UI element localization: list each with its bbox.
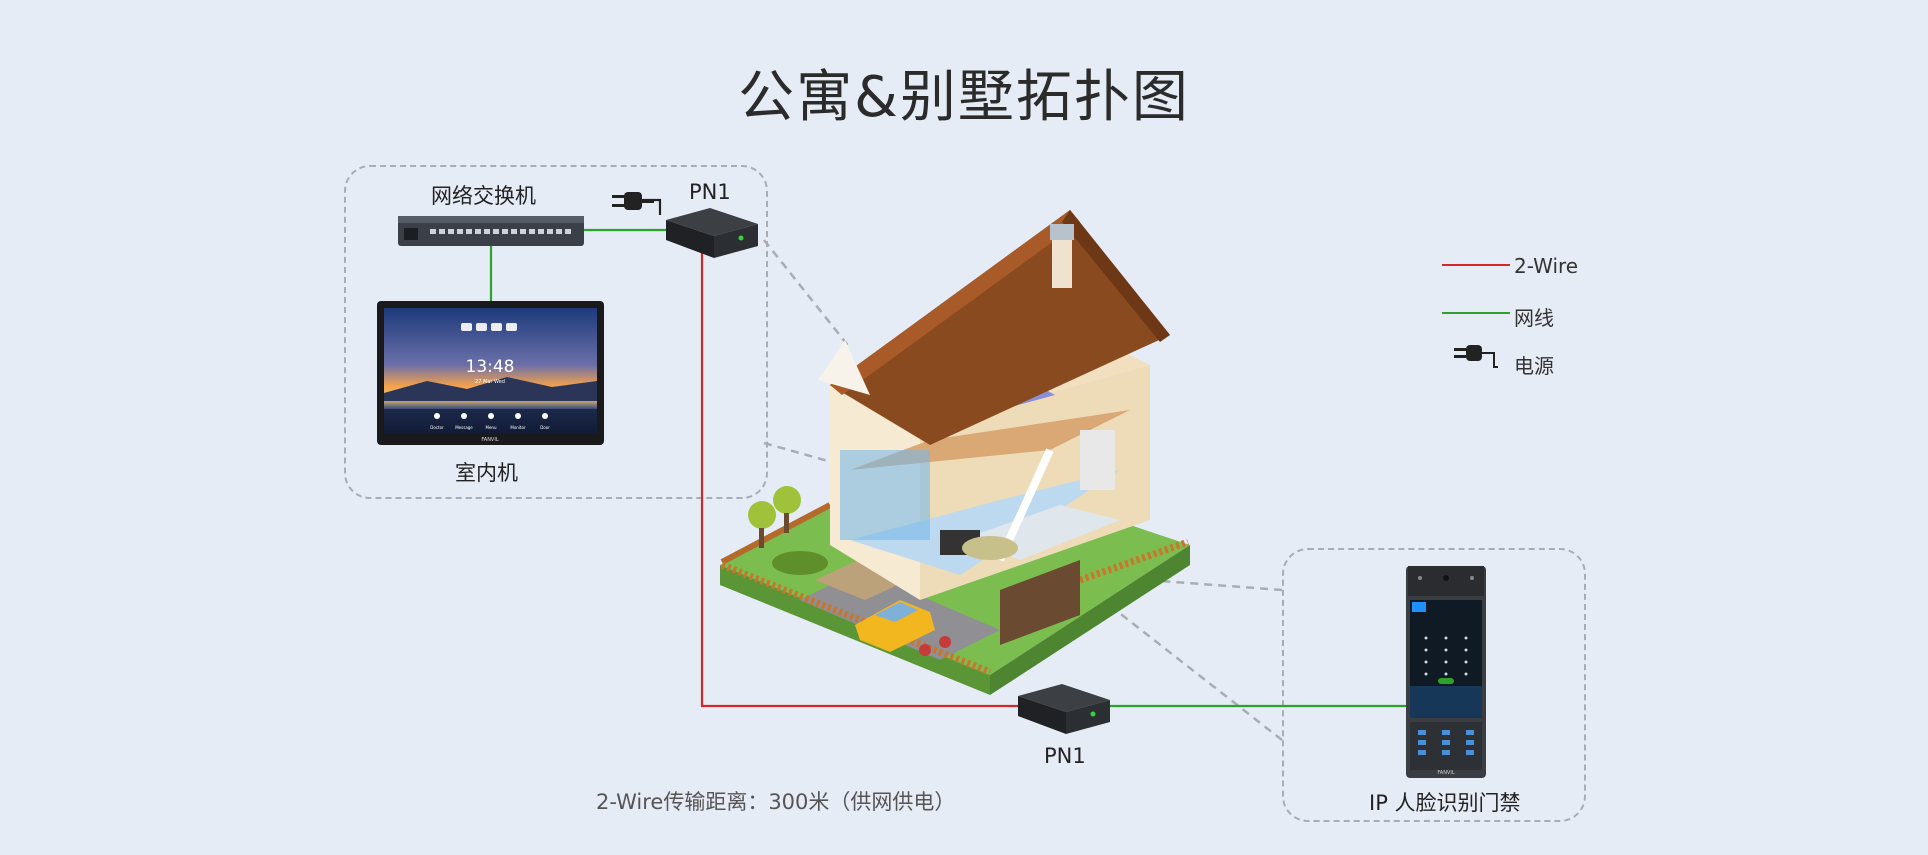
- dock-label: Monitor: [510, 425, 526, 430]
- indoor-group-box: [344, 165, 768, 499]
- network-switch: [398, 216, 584, 246]
- indoor-monitor-label: 室内机: [455, 461, 518, 485]
- dock-label: Door: [540, 425, 550, 430]
- indoor-monitor: 13:48 27 Mar Wed Doctor Message Menu Mon…: [377, 301, 604, 445]
- pn1-top-label: PN1: [689, 180, 731, 204]
- power-plug-icon: [612, 192, 654, 210]
- legend-power-label: 电源: [1514, 354, 1554, 378]
- legend-network-label: 网线: [1514, 306, 1554, 330]
- legend: [1442, 264, 1510, 368]
- monitor-brand: FANVIL: [481, 437, 498, 443]
- cable-lines: [489, 198, 1408, 708]
- door-brand: FANVIL: [1437, 770, 1454, 776]
- pn1-bottom-device: [1018, 684, 1110, 734]
- dock-label: Menu: [486, 425, 497, 430]
- face-recognition-door-station: FANVIL: [1406, 566, 1486, 778]
- monitor-date: 27 Mar Wed: [475, 379, 505, 385]
- legend-power-icon: [1454, 345, 1498, 368]
- dock-label: Message: [455, 425, 473, 430]
- switch-label: 网络交换机: [431, 184, 536, 208]
- door-group-box: [1282, 548, 1586, 822]
- dock-label: Doctor: [430, 425, 444, 430]
- two-wire-line: [700, 250, 1018, 708]
- distance-note: 2-Wire传输距离：300米（供网供电）: [596, 790, 956, 814]
- pn1-top-device: [666, 208, 758, 258]
- face-door-label: IP 人脸识别门禁: [1369, 791, 1521, 815]
- pn1-bottom-label: PN1: [1044, 744, 1086, 768]
- house-illustration: [720, 210, 1190, 695]
- page-title: 公寓&别墅拓扑图: [738, 65, 1190, 130]
- monitor-time: 13:48: [466, 357, 515, 377]
- legend-two-wire-label: 2-Wire: [1514, 254, 1579, 278]
